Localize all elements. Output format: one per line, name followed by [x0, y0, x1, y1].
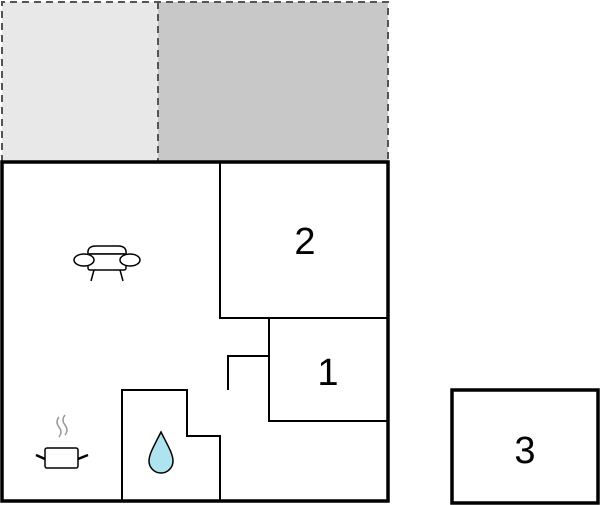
water-drop-icon: [148, 430, 174, 474]
wall-room-1: [268, 318, 388, 422]
wall-hall-stub: [227, 355, 269, 390]
house-outline: [0, 160, 390, 503]
room-3-outline: [450, 388, 600, 505]
terrace-outline: [1, 1, 389, 162]
room-2-label: 2: [294, 221, 315, 263]
sofa-icon: [73, 245, 141, 282]
terrace-light: [2, 2, 158, 162]
terrace-area: [1, 1, 389, 162]
terrace-dark: [158, 2, 388, 162]
room-3-label: 3: [514, 430, 535, 472]
room-1-label: 1: [317, 352, 338, 394]
cooking-pot-icon: [35, 414, 89, 469]
interior-walls: [121, 162, 388, 501]
wall-room-2: [219, 162, 388, 319]
wall-bathroom: [121, 389, 221, 501]
